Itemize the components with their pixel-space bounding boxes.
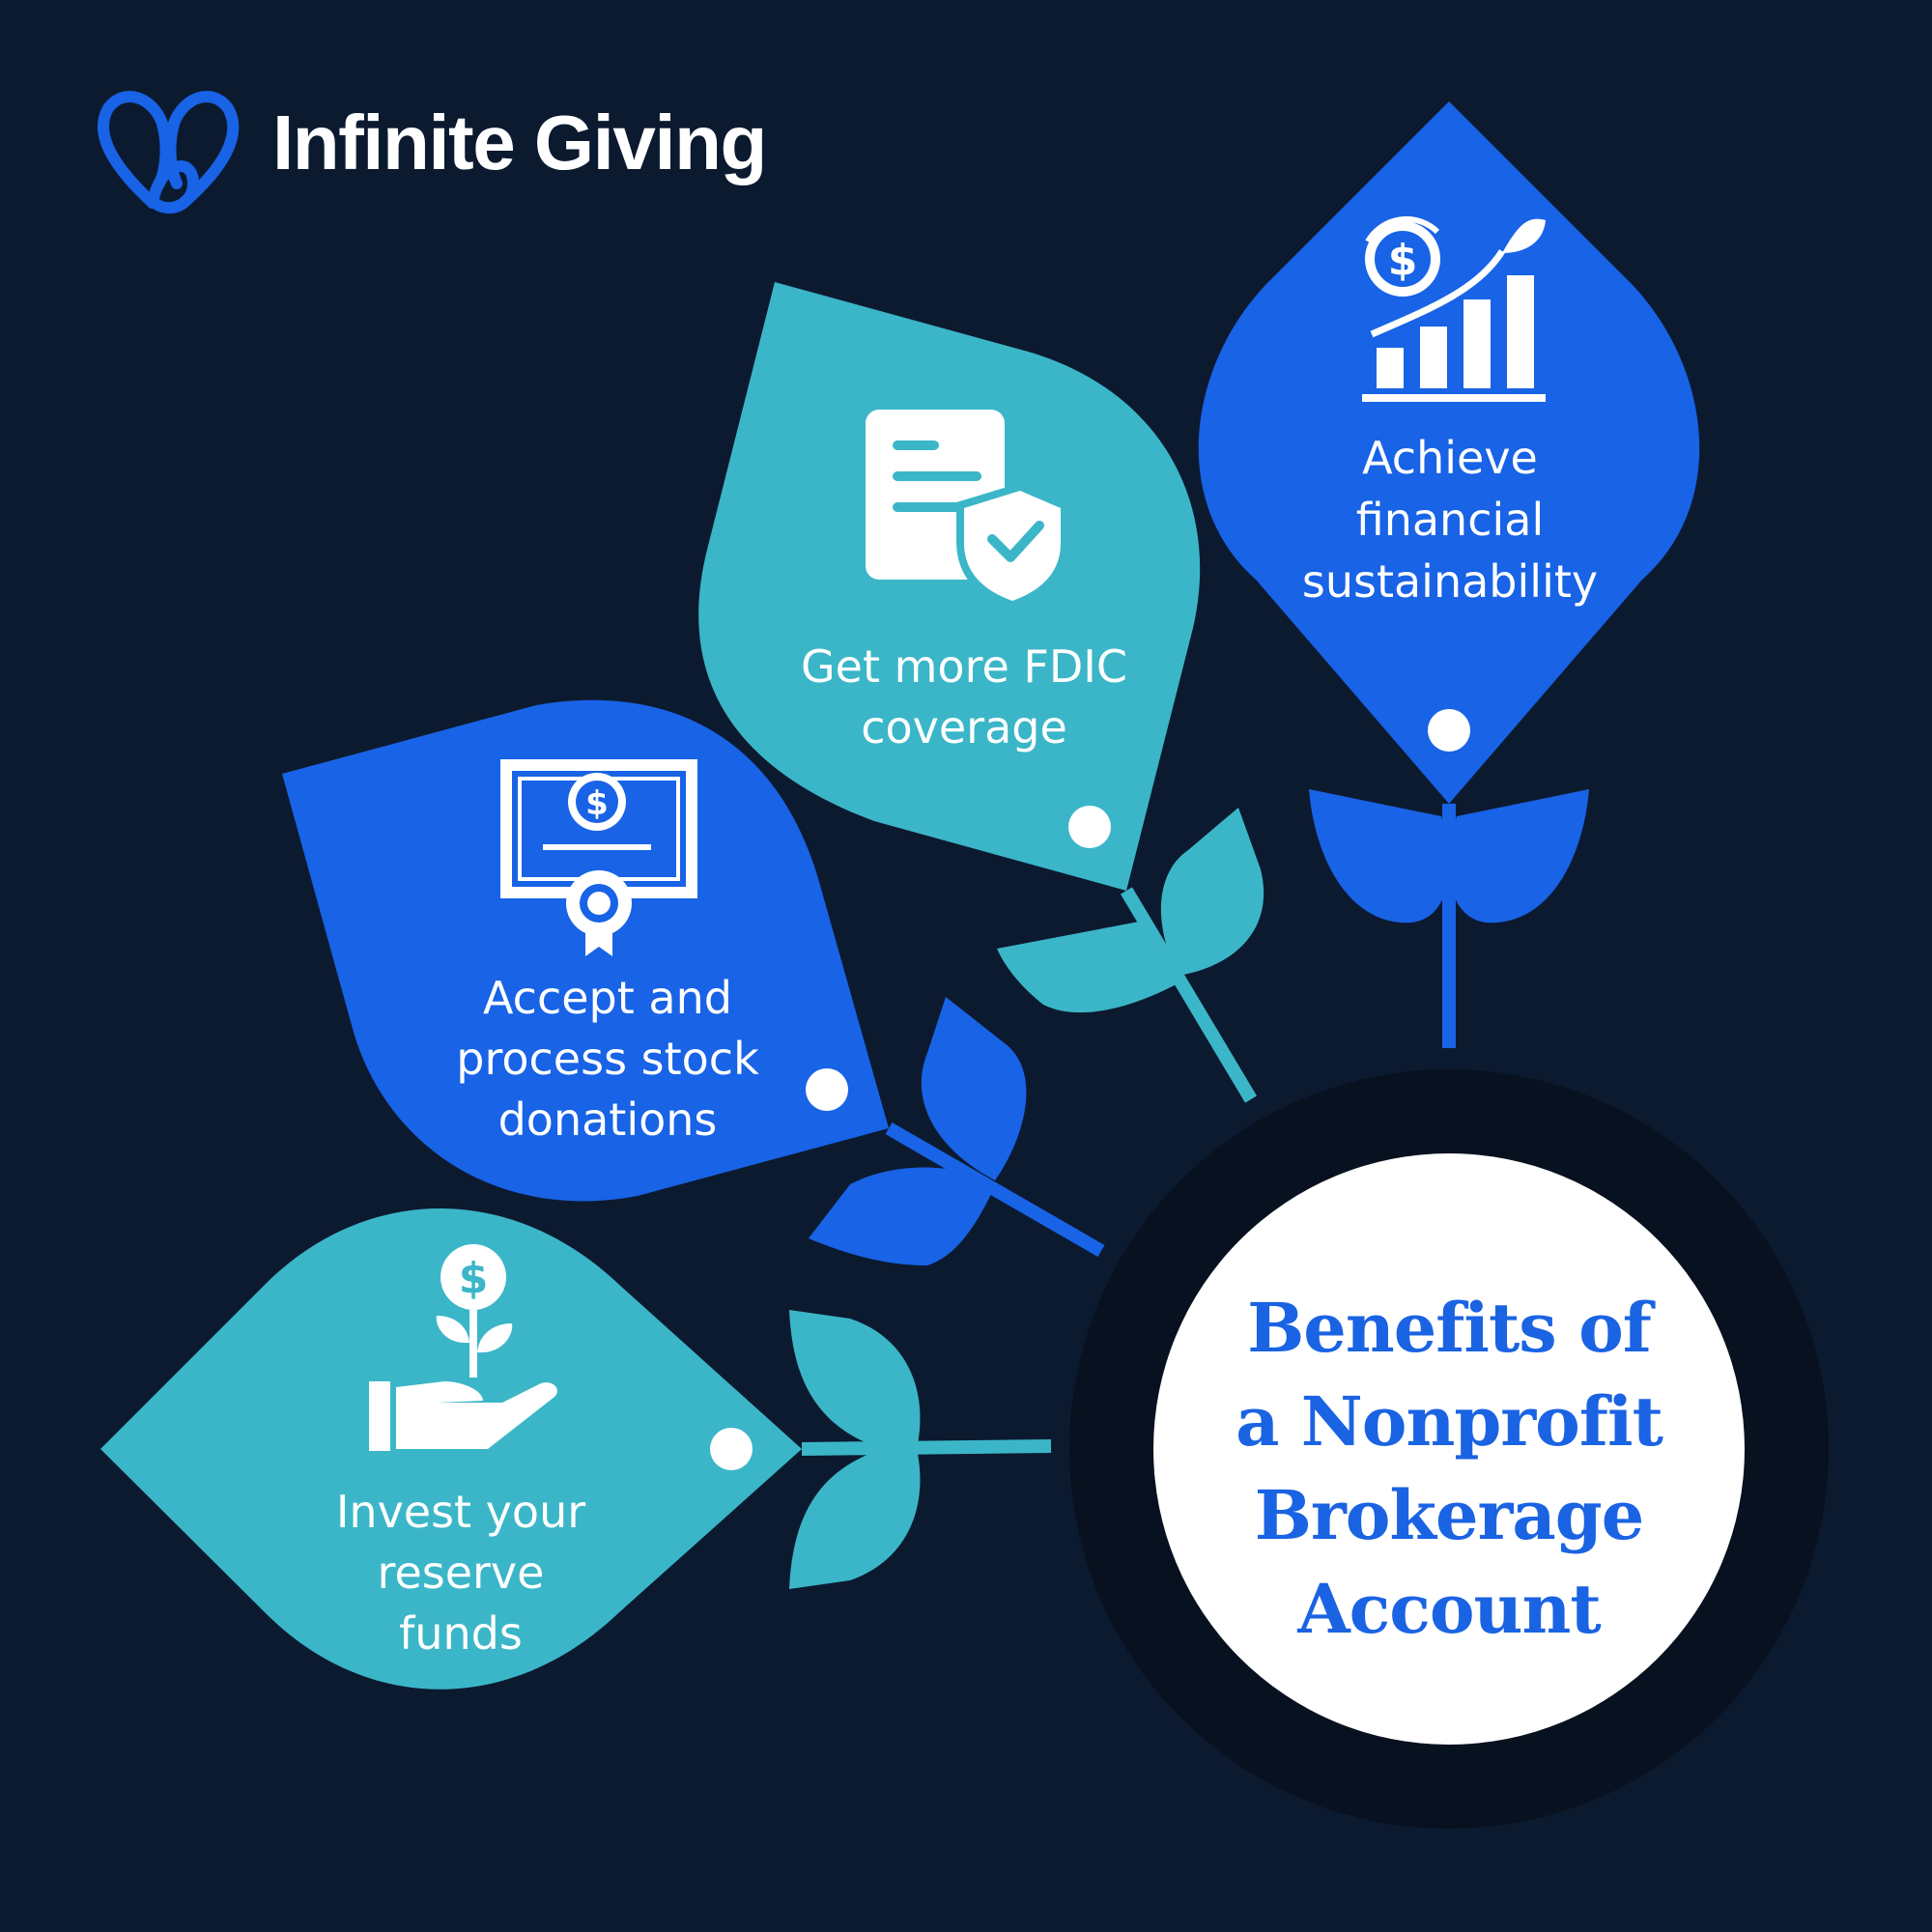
center-badge bbox=[1069, 1069, 1829, 1829]
leaf-dot bbox=[710, 1428, 753, 1470]
title-line: Brokerage bbox=[1254, 1475, 1645, 1555]
leaf-shape bbox=[698, 282, 1201, 891]
benefit-label-line: Accept and bbox=[483, 972, 732, 1024]
benefit-label-line: donations bbox=[497, 1094, 718, 1146]
leaf-dot bbox=[806, 1068, 848, 1111]
leaf-fdic-coverage bbox=[698, 282, 1264, 1103]
brand-name: Infinite Giving bbox=[272, 99, 767, 185]
infographic-title: Benefits of a Nonprofit Brokerage Accoun… bbox=[1159, 1294, 1739, 1669]
sprout-leaf-left bbox=[1309, 789, 1450, 923]
document-shield-icon bbox=[866, 410, 1068, 611]
benefit-label-line: sustainability bbox=[1301, 555, 1599, 608]
stem bbox=[801, 1439, 1052, 1456]
leaf-financial-sustainability bbox=[1198, 101, 1700, 1048]
svg-text:$: $ bbox=[585, 784, 609, 823]
title-line: Account bbox=[1297, 1569, 1601, 1649]
leaf-shape bbox=[1198, 101, 1700, 804]
benefit-label-fdic-coverage: Get more FDIC coverage bbox=[742, 644, 1186, 766]
leaf-dot bbox=[1428, 709, 1470, 752]
sprout-leaf-top bbox=[921, 997, 1027, 1180]
hand-money-plant-icon: $ bbox=[369, 1244, 557, 1451]
sprout-leaf-bottom bbox=[997, 920, 1183, 1013]
svg-text:$: $ bbox=[459, 1254, 489, 1303]
benefit-label-line: coverage bbox=[861, 701, 1067, 753]
benefit-label-stock-donations: Accept and process stock donations bbox=[385, 976, 830, 1158]
stock-certificate-icon: $ bbox=[500, 759, 697, 956]
benefit-label-line: Get more FDIC bbox=[801, 640, 1127, 693]
benefit-label-line: reserve bbox=[377, 1547, 545, 1599]
benefit-label-line: process stock bbox=[456, 1033, 759, 1085]
benefit-label-line: Achieve bbox=[1362, 432, 1538, 484]
sprout-leaf-bottom bbox=[809, 1167, 995, 1265]
title-line: a Nonprofit bbox=[1236, 1381, 1663, 1462]
benefit-label-line: financial bbox=[1355, 494, 1545, 546]
sprout-leaf-top bbox=[1160, 808, 1264, 976]
growth-chart-icon: $ bbox=[1362, 215, 1546, 402]
benefit-label-reserve-funds: Invest your reserve funds bbox=[248, 1490, 673, 1672]
leaf-dot bbox=[1068, 806, 1111, 848]
sprout-leaf-top bbox=[789, 1310, 921, 1444]
title-line: Benefits of bbox=[1247, 1288, 1652, 1368]
benefit-label-line: Invest your bbox=[335, 1486, 586, 1538]
benefit-label-line: funds bbox=[399, 1607, 523, 1660]
svg-text:$: $ bbox=[1388, 236, 1418, 285]
center-circle bbox=[1153, 1153, 1745, 1745]
sprout-leaf-bottom bbox=[789, 1454, 921, 1589]
sprout-leaf-right bbox=[1448, 789, 1589, 923]
benefit-label-financial-sustainability: Achieve financial sustainability bbox=[1257, 436, 1643, 621]
stem bbox=[885, 1122, 1105, 1258]
infinite-giving-logo-icon bbox=[98, 91, 240, 214]
